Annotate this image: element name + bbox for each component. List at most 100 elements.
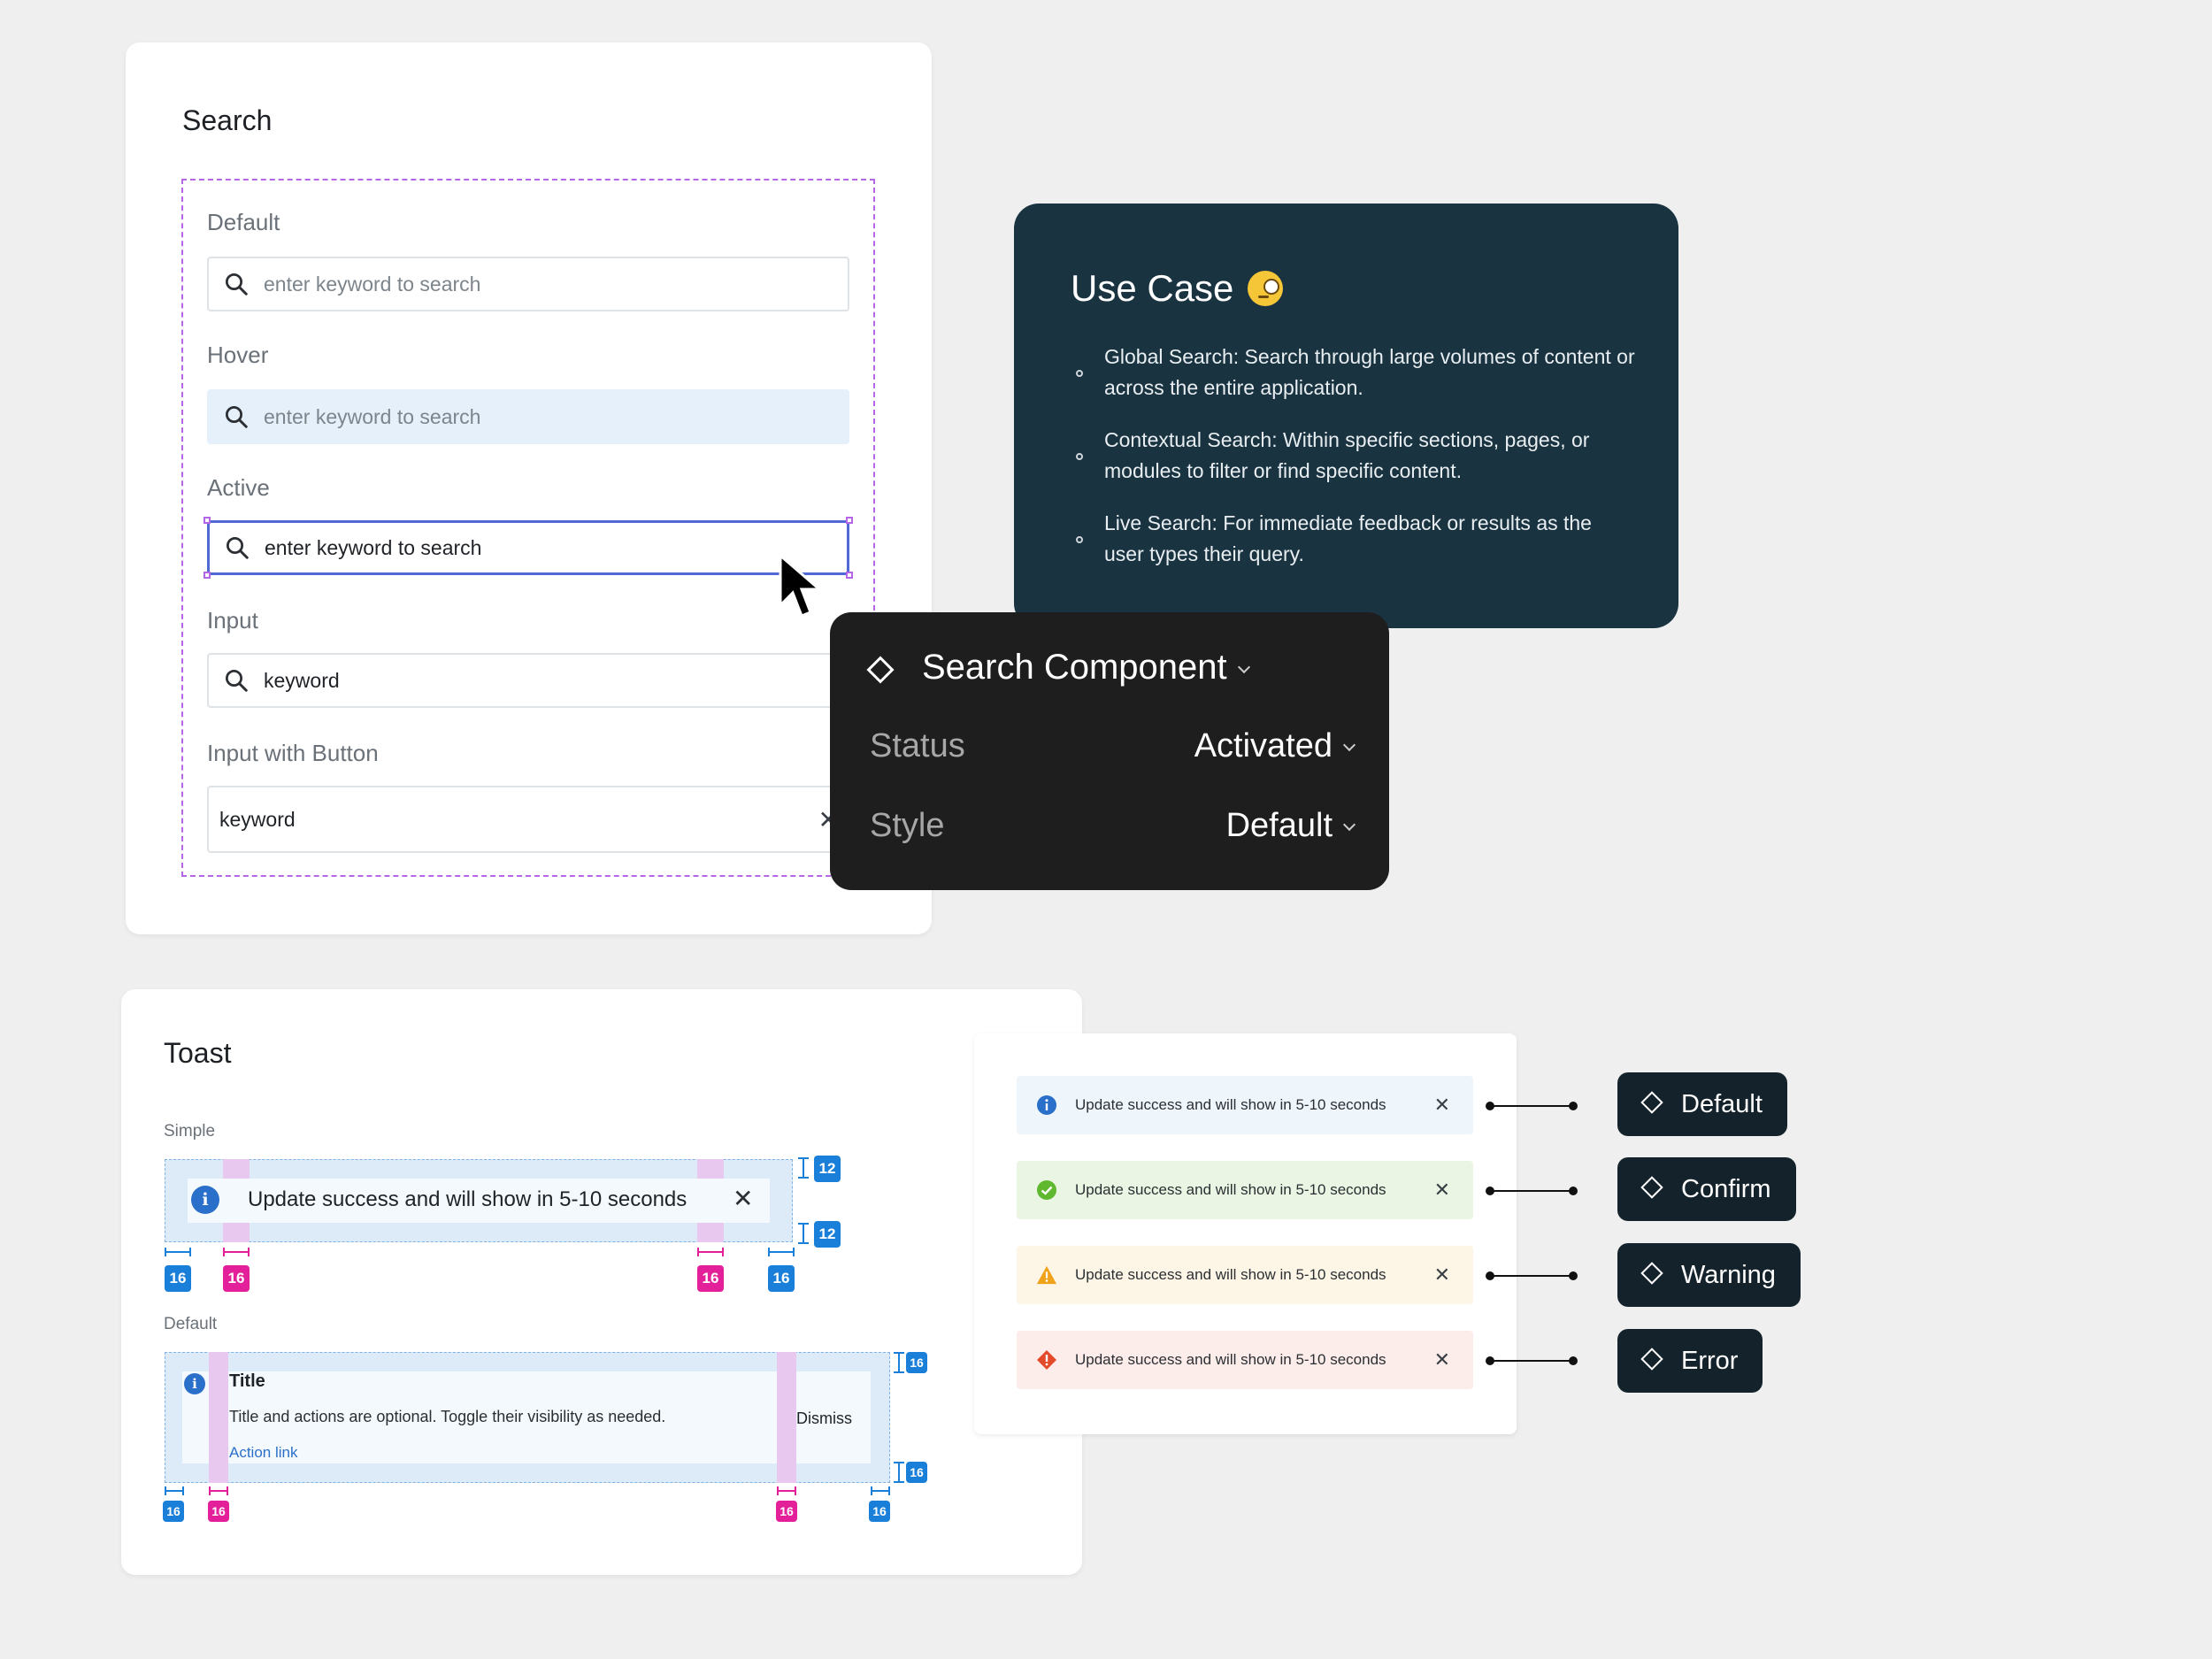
- use-case-item: Contextual Search: Within specific secti…: [1104, 428, 1590, 482]
- variant-tag-confirm[interactable]: Confirm: [1617, 1157, 1796, 1221]
- variant-tag-label: Warning: [1681, 1260, 1776, 1289]
- toast-default-title: Title: [229, 1371, 265, 1391]
- connector-line: [1486, 1356, 1578, 1365]
- component-properties-panel: Search Component Status Activated Style …: [830, 612, 1389, 890]
- prop-status-select[interactable]: Activated: [1194, 727, 1356, 765]
- info-icon: [1036, 1094, 1057, 1116]
- state-label-active: Active: [207, 474, 270, 501]
- search-input-active[interactable]: enter keyword to search: [207, 520, 849, 575]
- use-case-item: Global Search: Search through large volu…: [1104, 345, 1635, 399]
- prop-status-label: Status: [870, 727, 965, 764]
- component-name-dropdown[interactable]: Search Component: [922, 648, 1250, 687]
- search-input-filled[interactable]: keyword: [207, 653, 849, 708]
- variant-tag-default[interactable]: Default: [1617, 1072, 1787, 1136]
- component-name: Search Component: [922, 648, 1227, 687]
- bullet-icon: [1076, 536, 1083, 543]
- variant-tag-warning[interactable]: Warning: [1617, 1243, 1801, 1307]
- check-circle-icon: [1036, 1179, 1057, 1201]
- spacing-marker: [165, 1486, 184, 1495]
- info-icon: i: [184, 1373, 205, 1394]
- search-placeholder: enter keyword to search: [264, 404, 481, 428]
- search-icon: [226, 273, 248, 296]
- component-diamond-icon: [1640, 1348, 1663, 1371]
- close-icon[interactable]: ✕: [1433, 1094, 1450, 1116]
- spacing-marker: [871, 1486, 890, 1495]
- variant-tag-label: Confirm: [1681, 1174, 1771, 1203]
- spacing-badge: 16: [768, 1265, 795, 1292]
- spacing-marker: [209, 1486, 228, 1495]
- use-case-item: Live Search: For immediate feedback or r…: [1104, 511, 1592, 565]
- search-icon: [226, 406, 248, 428]
- spacing-badge: 16: [163, 1501, 184, 1522]
- toast-action-link[interactable]: Action link: [229, 1444, 298, 1461]
- search-icon: [227, 537, 249, 559]
- spacing-marker: [777, 1486, 796, 1495]
- search-input-default[interactable]: enter keyword to search: [207, 257, 849, 311]
- close-icon[interactable]: ✕: [733, 1185, 754, 1212]
- spacing-marker: [165, 1248, 191, 1256]
- error-icon: [1036, 1349, 1057, 1371]
- info-icon: i: [191, 1186, 219, 1214]
- toast-dismiss-button[interactable]: Dismiss: [796, 1409, 852, 1427]
- warning-icon: [1036, 1264, 1057, 1286]
- spacing-badge: 16: [697, 1265, 724, 1292]
- search-states-frame: [181, 179, 875, 877]
- selection-handle: [204, 517, 211, 524]
- spacing-marker: [798, 1157, 809, 1179]
- search-icon: [226, 670, 248, 692]
- use-case-title: Use Case: [1071, 267, 1284, 310]
- prop-status-value: Activated: [1194, 727, 1333, 764]
- use-case-title-text: Use Case: [1071, 267, 1234, 309]
- spacing-badge: 16: [165, 1265, 191, 1292]
- chevron-down-icon: [1237, 660, 1250, 674]
- spacing-badge: 16: [906, 1352, 927, 1373]
- variant-tag-label: Error: [1681, 1346, 1739, 1375]
- state-label-hover: Hover: [207, 342, 269, 368]
- spacing-marker: [798, 1223, 809, 1244]
- spacing-badge: 12: [814, 1221, 841, 1248]
- toast-message: Update success and will show in 5-10 sec…: [1075, 1181, 1386, 1198]
- toast-message: Update success and will show in 5-10 sec…: [1075, 1266, 1386, 1283]
- close-icon[interactable]: ✕: [1433, 1179, 1450, 1201]
- spacing-guide: [209, 1352, 228, 1483]
- component-diamond-icon: [1640, 1176, 1663, 1199]
- search-input-with-button[interactable]: keyword ✕: [207, 786, 849, 853]
- connector-line: [1486, 1187, 1578, 1195]
- toast-default-label: Default: [164, 1315, 218, 1333]
- spacing-badge: 16: [776, 1501, 797, 1522]
- spacing-marker: [697, 1248, 724, 1256]
- connector-line: [1486, 1271, 1578, 1280]
- toast-message: Update success and will show in 5-10 sec…: [1075, 1351, 1386, 1368]
- search-placeholder: enter keyword to search: [264, 272, 481, 296]
- prop-style-select[interactable]: Default: [1225, 807, 1356, 845]
- toast-variant-error: Update success and will show in 5-10 sec…: [1017, 1331, 1473, 1389]
- close-icon[interactable]: ✕: [1433, 1348, 1450, 1371]
- bullet-icon: [1076, 453, 1083, 460]
- spacing-marker: [223, 1248, 250, 1256]
- prop-style-label: Style: [870, 807, 945, 844]
- search-active-text: enter keyword to search: [265, 535, 482, 559]
- state-label-default: Default: [207, 209, 280, 235]
- spacing-badge: 16: [906, 1462, 927, 1483]
- toast-default-body: Title and actions are optional. Toggle t…: [229, 1408, 666, 1425]
- spacing-marker: [768, 1248, 795, 1256]
- spacing-guide: [777, 1352, 796, 1483]
- toast-card: [121, 989, 1082, 1575]
- component-diamond-icon: [1640, 1262, 1663, 1285]
- variant-tag-error[interactable]: Error: [1617, 1329, 1763, 1393]
- toast-simple-label: Simple: [164, 1122, 216, 1141]
- search-input-hover[interactable]: enter keyword to search: [207, 389, 849, 444]
- chevron-down-icon: [1342, 738, 1356, 752]
- toast-variant-confirm: Update success and will show in 5-10 sec…: [1017, 1161, 1473, 1219]
- spacing-marker: [894, 1462, 904, 1483]
- search-value: keyword: [264, 668, 340, 692]
- toast-variant-default: Update success and will show in 5-10 sec…: [1017, 1076, 1473, 1134]
- toast-simple-message: Update success and will show in 5-10 sec…: [248, 1187, 687, 1211]
- close-icon[interactable]: ✕: [1433, 1263, 1450, 1286]
- prop-style-value: Default: [1225, 807, 1333, 844]
- component-diamond-icon: [1640, 1091, 1663, 1114]
- state-label-input: Input: [207, 607, 258, 634]
- variant-tag-label: Default: [1681, 1089, 1763, 1118]
- use-case-panel: Use Case Global Search: Search through l…: [1014, 204, 1678, 628]
- component-diamond-icon: [866, 656, 895, 684]
